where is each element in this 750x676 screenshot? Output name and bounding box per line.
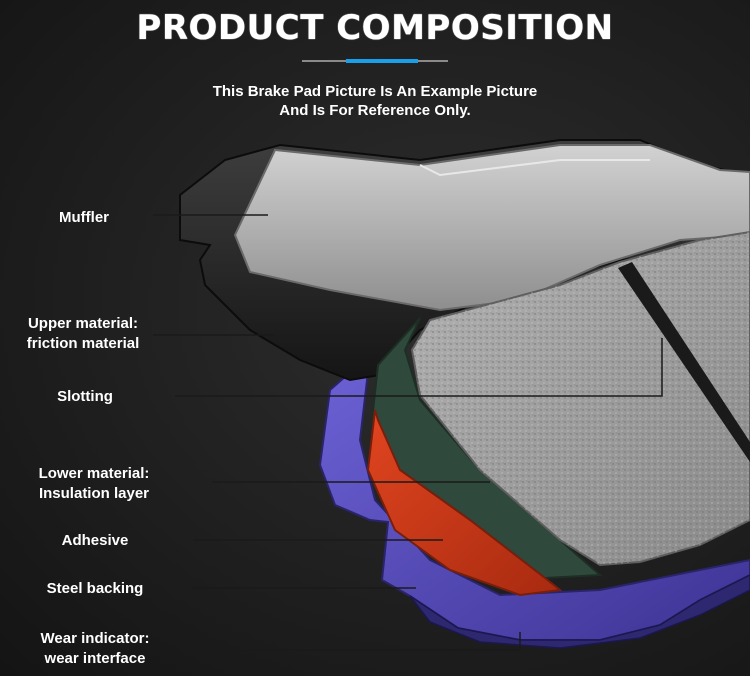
label-upper-material: Upper material: friction material [8,314,158,354]
insulation-layer-shape [370,317,603,580]
title-accent-bar [346,59,418,63]
muffler-highlight [419,159,650,177]
slot-groove [618,262,750,462]
subtitle: This Brake Pad Picture Is An Example Pic… [0,82,750,120]
label-lower-material: Lower material: Insulation layer [19,464,169,504]
wear-interface-shape [409,574,750,649]
label-wear-indicator: Wear indicator: wear interface [20,629,170,669]
leader-wear-indicator [180,632,521,651]
label-lower-material-line-2: Insulation layer [38,485,150,502]
label-muffler: Muffler [44,208,124,228]
page-title: PRODUCT COMPOSITION [136,8,614,48]
label-upper-material-line-2: friction material [26,335,140,352]
label-muffler-text: Muffler [59,209,109,226]
label-adhesive-text: Adhesive [61,532,129,549]
label-lower-material-line-1: Lower material: [38,465,150,482]
label-wear-indicator-line-2: wear interface [44,650,146,667]
label-steel-backing: Steel backing [30,579,160,599]
subtitle-line-1: This Brake Pad Picture Is An Example Pic… [212,83,538,100]
label-slotting: Slotting [40,387,130,407]
leader-lines [153,214,663,651]
label-adhesive: Adhesive [40,531,150,551]
muffler-shape [233,144,750,312]
label-wear-indicator-line-1: Wear indicator: [40,630,150,647]
label-upper-material-line-1: Upper material: [27,315,139,332]
adhesive-shape [366,409,563,597]
label-steel-backing-text: Steel backing [46,580,144,597]
leader-slotting [175,338,663,397]
subtitle-line-2: And Is For Reference Only. [279,102,471,119]
label-slotting-text: Slotting [57,388,113,405]
